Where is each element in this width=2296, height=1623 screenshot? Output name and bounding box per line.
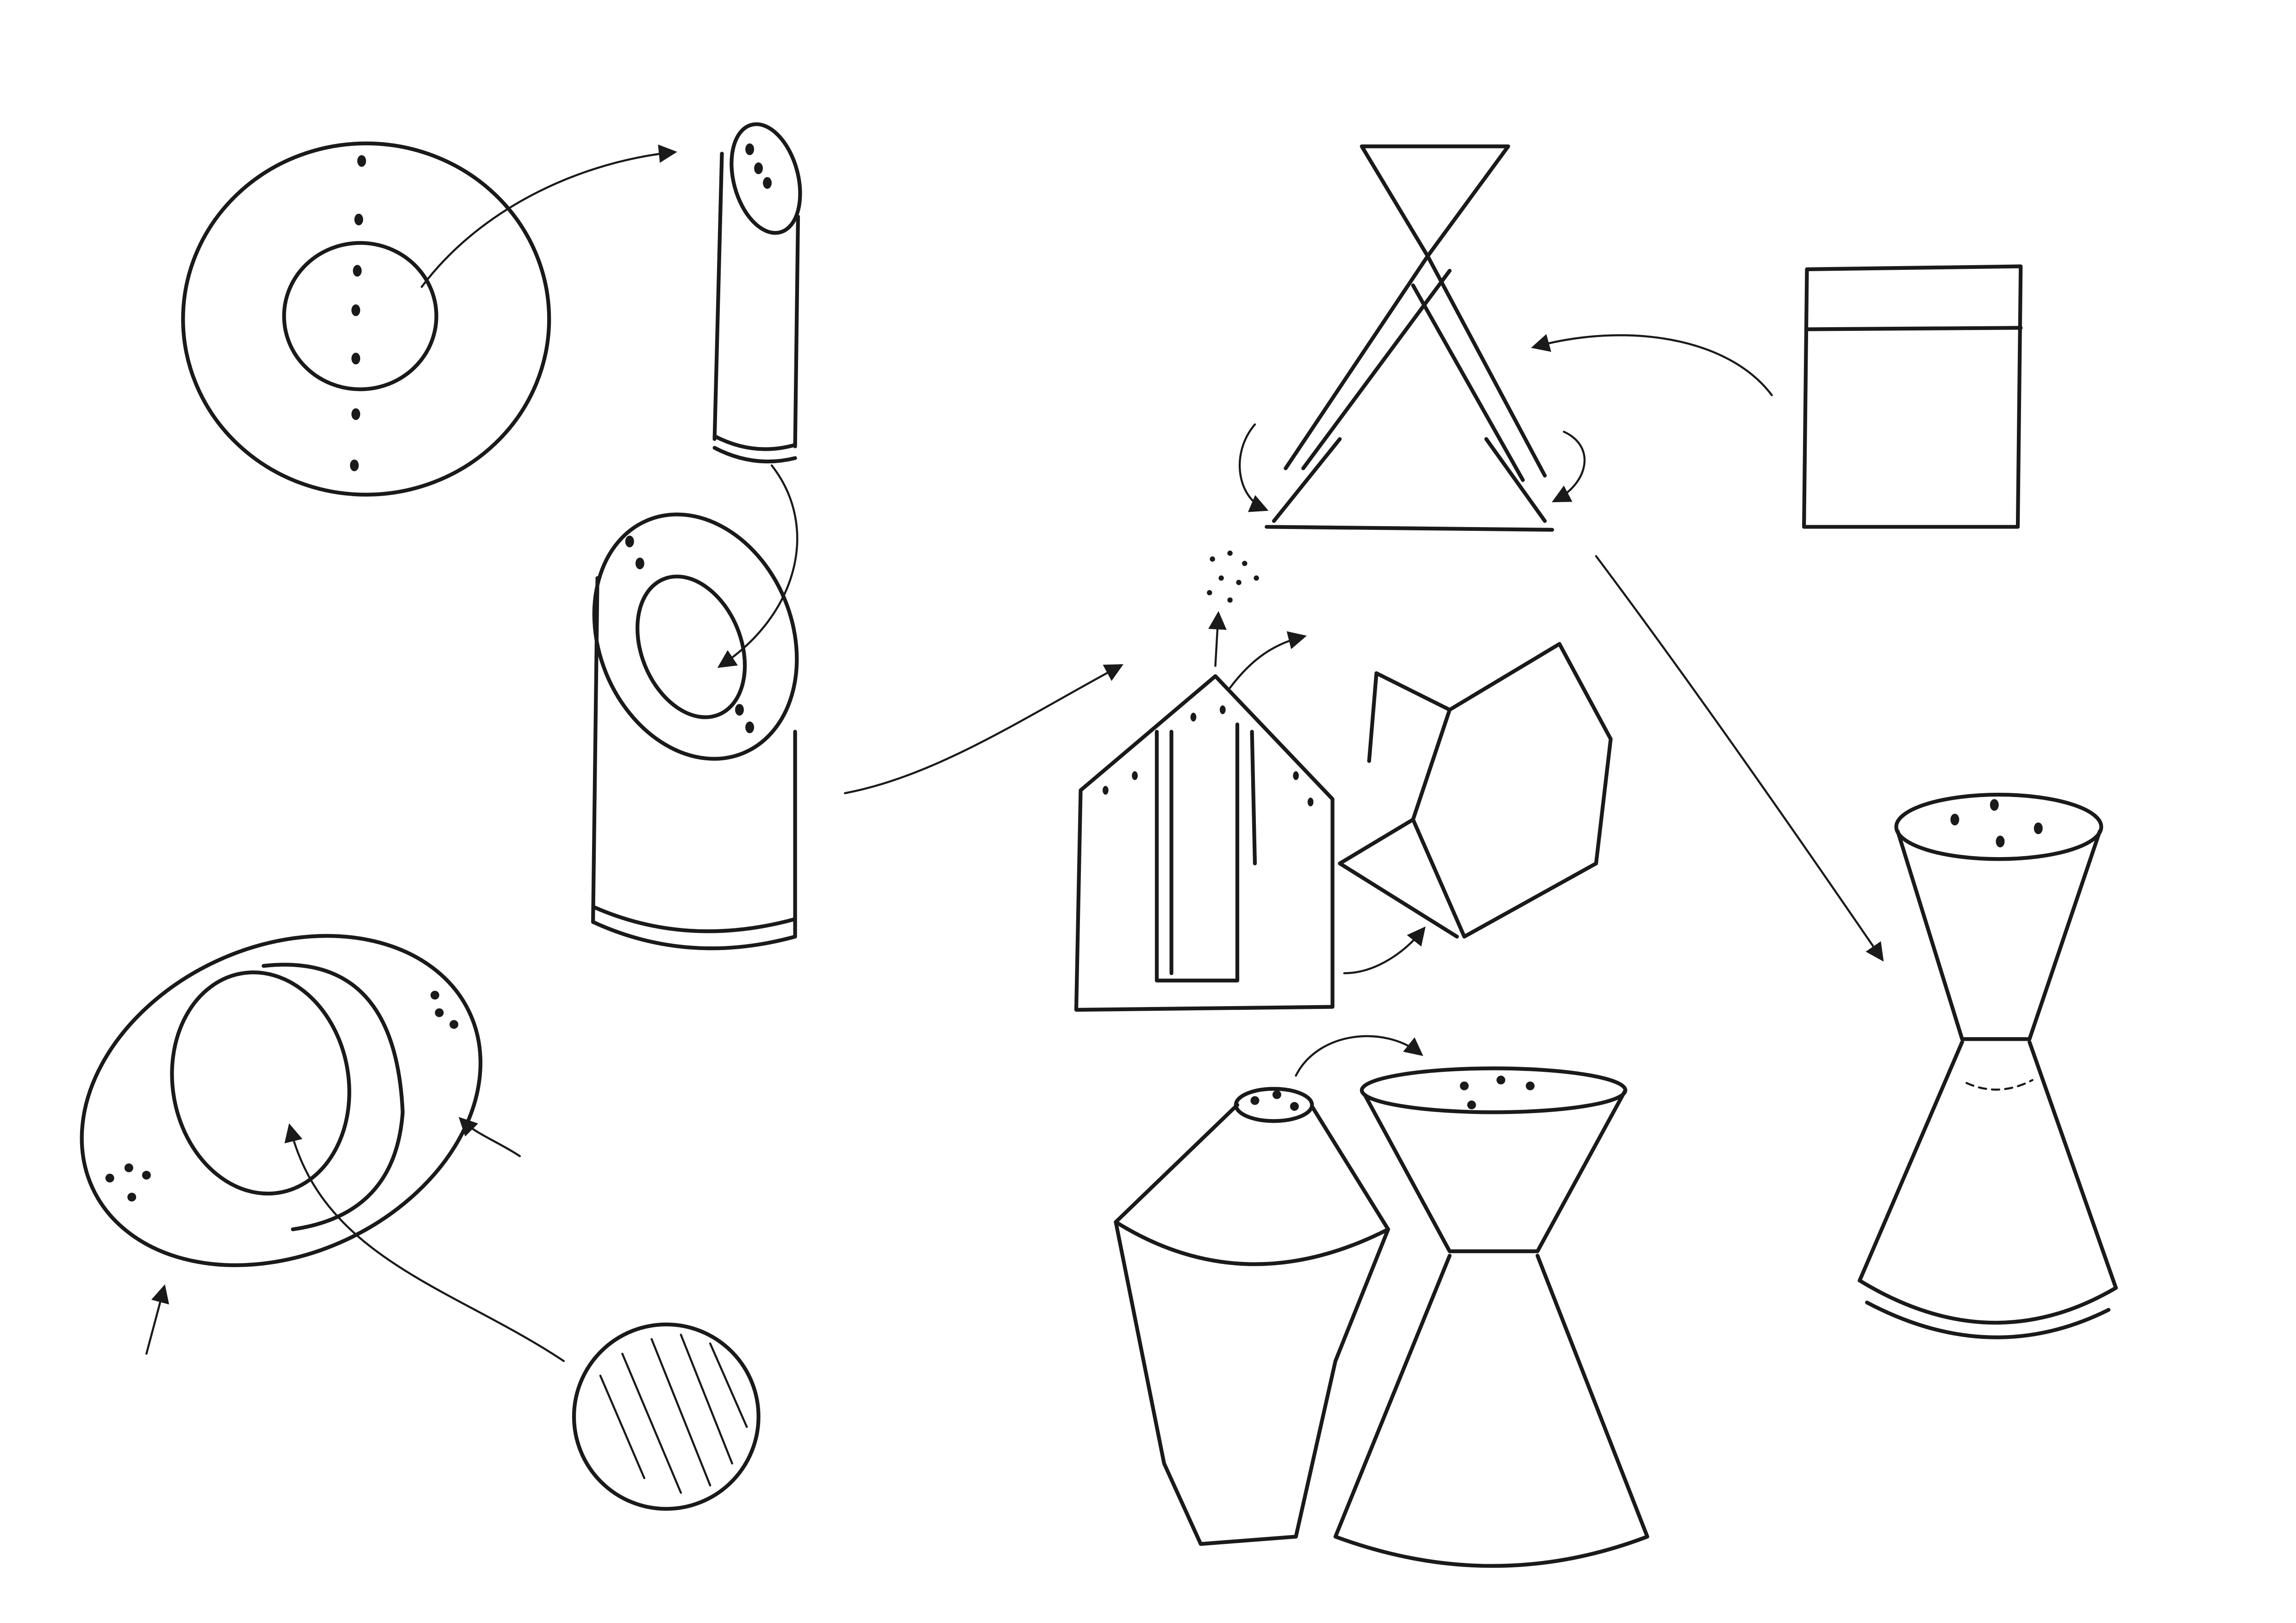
hole-dots: [350, 155, 366, 472]
arrow-to-center-group: [843, 664, 1123, 795]
tall-tube: [712, 122, 802, 464]
hatched-sphere: [572, 1322, 761, 1511]
egg-shaker: [80, 934, 521, 1355]
arrow-vase-to-funnel: [1295, 1035, 1423, 1077]
pepper-dots: [1207, 550, 1259, 603]
tapered-vase: [1114, 1087, 1390, 1546]
hourglass-shaker: [1858, 793, 2118, 1339]
arrow-sphere-to-egg: [284, 1123, 565, 1362]
disc-top-view: [181, 141, 551, 497]
cylinder-with-insert: [591, 512, 799, 951]
funnel-shaker: [1333, 1066, 1649, 1568]
hexagonal-prism: [1338, 642, 1613, 975]
arrow-square-to-stand: [1531, 334, 1773, 397]
arrow-disc-to-tube: [420, 144, 678, 288]
arrow-tube-to-cylinder: [717, 464, 799, 668]
arrow-to-hourglass: [1595, 555, 1884, 962]
triangle-stand: [1238, 144, 1586, 532]
square-block: [1802, 264, 2023, 529]
house-shaker: [1074, 550, 1335, 1012]
